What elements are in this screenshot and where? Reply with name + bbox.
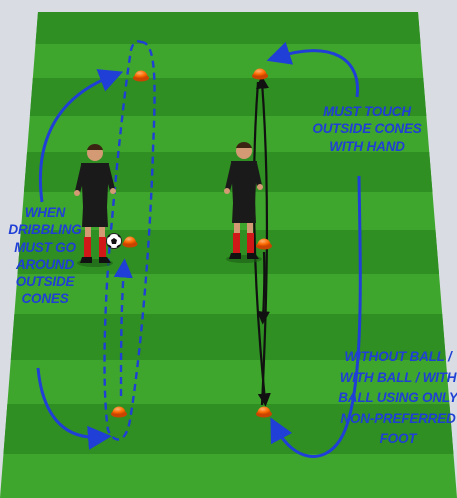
- annotation-line: MUST GO: [14, 239, 76, 255]
- arrow-right-top: [266, 41, 359, 98]
- cone-icon: [252, 68, 268, 80]
- annotation-dribble-rule: WHEN DRIBBLING MUST GO AROUND OUTSIDE CO…: [6, 204, 84, 308]
- cone-icon: [111, 406, 127, 418]
- player-icon: [74, 144, 116, 267]
- annotation-line: WITH BALL / WITH: [339, 369, 457, 385]
- annotation-touch-rule: MUST TOUCH OUTSIDE CONES WITH HAND: [312, 103, 422, 155]
- annotation-line: AROUND: [15, 256, 75, 272]
- cone-icon: [133, 70, 149, 82]
- cone-icon: [256, 406, 272, 418]
- annotation-line: OUTSIDE: [15, 274, 75, 290]
- annotation-line: CONES: [21, 291, 69, 307]
- annotation-line: NON-PREFERRED: [340, 410, 456, 426]
- soccer-ball-icon: [106, 233, 122, 249]
- arrow-left-top: [38, 69, 124, 203]
- player-icon: [224, 142, 263, 263]
- cone-icon: [256, 238, 272, 250]
- annotation-line: MUST TOUCH: [323, 104, 411, 119]
- annotation-line: FOOT: [379, 431, 417, 447]
- arrow-left-bottom: [36, 367, 112, 450]
- annotation-line: WITHOUT BALL /: [344, 349, 452, 364]
- annotation-variations: WITHOUT BALL / WITH BALL / WITH BALL USI…: [336, 347, 457, 450]
- annotation-line: BALL USING ONLY: [338, 390, 457, 406]
- annotation-line: WITH HAND: [329, 138, 405, 154]
- cone-icon: [122, 236, 138, 248]
- annotation-line: DRIBBLING: [8, 222, 82, 238]
- arrow-right-bottom: [270, 175, 362, 458]
- annotation-line: WHEN: [24, 205, 66, 220]
- annotation-line: OUTSIDE CONES: [312, 121, 422, 137]
